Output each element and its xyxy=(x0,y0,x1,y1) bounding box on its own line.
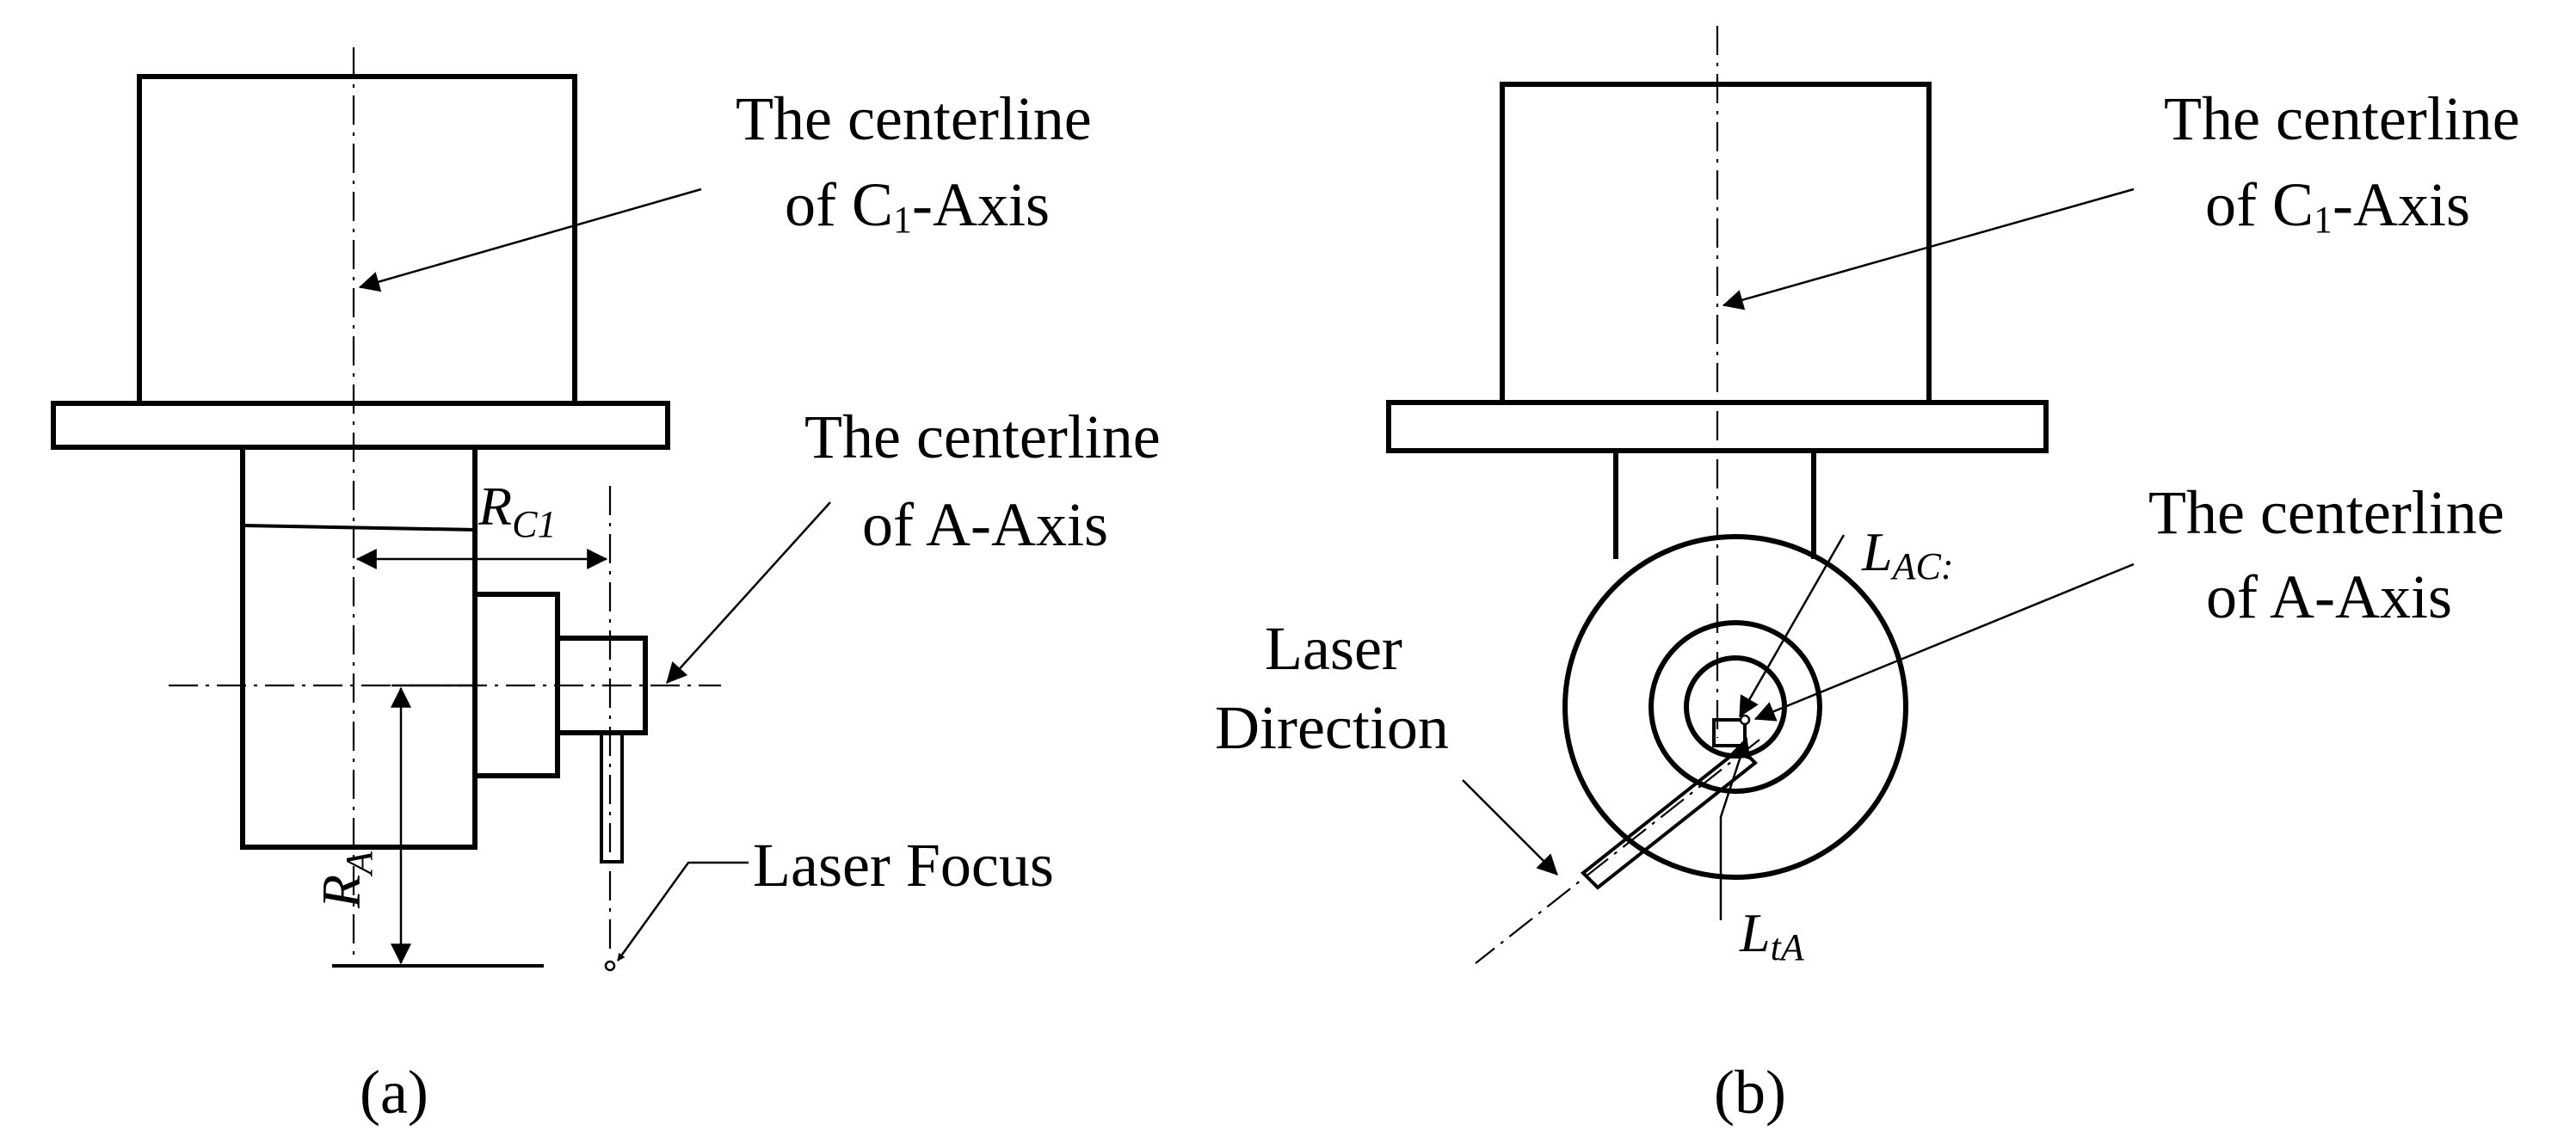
caption-a: (a) xyxy=(360,1058,428,1127)
middle-ring-circle xyxy=(1649,620,1822,794)
laser-direction-label-line1: Laser xyxy=(1265,614,1402,683)
head-body-a xyxy=(240,447,478,850)
rc1-label: RC1 xyxy=(478,476,556,545)
panel-b: The centerline of C1-Axis The centerline… xyxy=(1215,26,2520,1127)
body-inner-line-a xyxy=(242,524,476,532)
c1-axis-label-line1-a: The centerline xyxy=(736,84,1092,153)
lta-subscript: tA xyxy=(1771,926,1805,968)
c1-label-sub-a: 1 xyxy=(893,199,912,241)
lta-leader xyxy=(1719,736,1751,920)
nozzle-a xyxy=(600,731,624,863)
a-axis-center-square xyxy=(1712,718,1747,747)
motor-housing-b xyxy=(1500,82,1932,405)
panel-a: The centerline of C1-Axis The centerline… xyxy=(51,47,1161,1127)
lac-symbol: L xyxy=(1861,521,1893,582)
c1-axis-label-line1-b: The centerline xyxy=(2164,84,2520,153)
c1-label-pre-b: of C xyxy=(2205,170,2314,239)
laser-focus-point xyxy=(604,960,616,972)
c1-axis-label-line2-b: of C1-Axis xyxy=(2205,170,2470,241)
c1-label-post-a: -Axis xyxy=(912,170,1050,239)
lac-leader xyxy=(1738,534,1846,718)
rc1-symbol: R xyxy=(478,476,512,537)
c1-label-post-b: -Axis xyxy=(2333,170,2470,239)
a-axis-leader-a xyxy=(666,501,831,684)
a-axis-label-line1-a: The centerline xyxy=(804,403,1161,471)
motor-housing-a xyxy=(137,74,577,406)
flange-plate-a xyxy=(51,401,670,450)
a-axis-leader-b xyxy=(1753,562,2135,722)
ra-subscript: A xyxy=(338,851,380,877)
ra-label: RA xyxy=(311,851,380,909)
lac-label: LAC: xyxy=(1861,521,1953,587)
laser-direction-leader xyxy=(1462,779,1558,876)
c1-axis-label-line2-a: of C1-Axis xyxy=(785,170,1050,241)
c1-axis-leader-b xyxy=(1722,187,2135,310)
laser-direction-label-line2: Direction xyxy=(1215,693,1449,762)
lac-subscript: AC: xyxy=(1890,545,1954,587)
lta-symbol: L xyxy=(1739,902,1771,963)
a-axis-label-line2-b: of A-Axis xyxy=(2206,562,2452,631)
c1-label-pre-a: of C xyxy=(785,170,893,239)
a-axis-label-line2-a: of A-Axis xyxy=(862,490,1108,559)
caption-b: (b) xyxy=(1714,1058,1786,1127)
laser-direction-centerline xyxy=(1475,739,1760,964)
laser-focus-label: Laser Focus xyxy=(753,831,1054,900)
c1-label-sub-b: 1 xyxy=(2314,199,2333,241)
a-axis-center-point xyxy=(1739,714,1751,726)
inner-ring-circle xyxy=(1684,655,1787,759)
rc1-subscript: C1 xyxy=(512,503,556,545)
laser-focus-leader xyxy=(616,861,749,962)
a-axis-label-line1-b: The centerline xyxy=(2148,478,2505,547)
ra-symbol: R xyxy=(311,875,372,909)
outer-housing-circle xyxy=(1562,534,1908,880)
lta-label: LtA xyxy=(1739,902,1805,968)
c1-axis-leader-a xyxy=(358,187,702,292)
